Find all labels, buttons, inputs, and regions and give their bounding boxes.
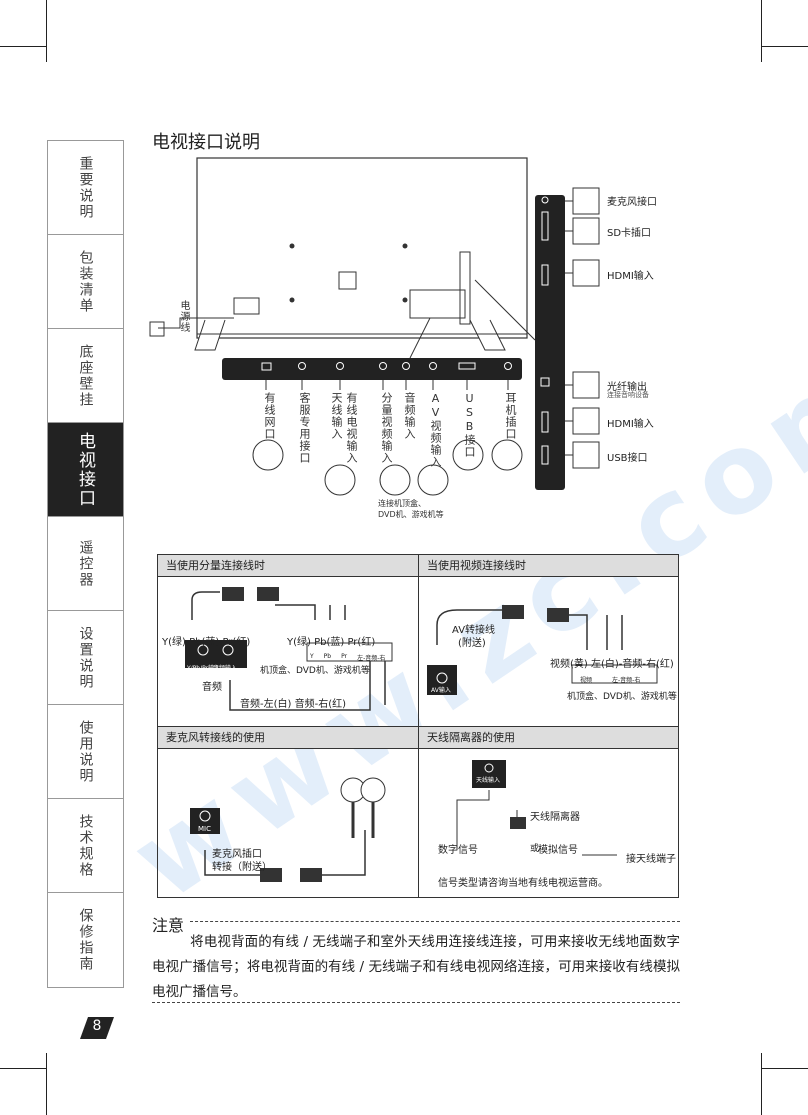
note-body: 将电视背面的有线 / 无线端子和室外天线用连接线连接，可用来接收无线地面数字电视… bbox=[152, 930, 680, 1005]
ypbpr-label-left: Y(绿) Pb(蓝) Pr(红) bbox=[162, 637, 251, 648]
ypbpr-in-label: Y/Pb/Pr输入 bbox=[187, 665, 221, 672]
note-divider bbox=[190, 921, 680, 922]
page-number-badge bbox=[80, 1017, 114, 1039]
crop-mark bbox=[762, 46, 808, 47]
sidebar-item-packing[interactable]: 包装清单 bbox=[48, 235, 123, 329]
sidebar-item-ports[interactable]: 电视接口 bbox=[48, 423, 123, 517]
side-port-label: HDMI输入 bbox=[607, 419, 654, 430]
crop-mark bbox=[46, 0, 47, 62]
isolator-label: 天线隔离器 bbox=[530, 812, 580, 823]
sidebar-item-remote[interactable]: 遥控器 bbox=[48, 517, 123, 611]
port-label: 耳机插口 bbox=[504, 392, 517, 440]
device-label: 机顶盒、DVD机、游戏机等 bbox=[567, 692, 677, 702]
section-sidebar: 重要说明 包装清单 底座壁挂 电视接口 遥控器 设置说明 使用说明 技术规格 保… bbox=[47, 140, 124, 988]
device-note: 连接机顶盒、 DVD机、游戏机等 bbox=[378, 498, 444, 520]
mic-adapter-label: 麦克风插口 转接（附送） bbox=[212, 848, 272, 874]
mic-adapter-line: 转接（附送） bbox=[212, 862, 272, 873]
av-in-label: AV输入 bbox=[431, 687, 451, 694]
connection-panels: 当使用分量连接线时 当使用视频连接线时 麦克风转接线的使用 天线隔离器的使用 bbox=[157, 554, 679, 898]
box-label: Y bbox=[310, 653, 314, 660]
side-port-label: 光纤输出 bbox=[607, 382, 647, 393]
power-cord-label: 电源线 bbox=[178, 300, 189, 333]
port-label: 分量视频输入 bbox=[380, 392, 393, 464]
tv-rear-diagram bbox=[149, 157, 600, 496]
or-label: 或 bbox=[530, 844, 540, 854]
audio-lr-label: 音频-左(白) 音频-右(红) bbox=[240, 699, 347, 710]
mic-label: MIC bbox=[198, 825, 211, 833]
panel-header: 当使用视频连接线时 bbox=[419, 555, 678, 577]
mic-adapter-line: 麦克风插口 bbox=[212, 849, 262, 860]
box-label: Pr bbox=[341, 653, 348, 660]
port-label: 有线网口 bbox=[263, 392, 276, 440]
crop-mark bbox=[0, 46, 46, 47]
sidebar-item-usage[interactable]: 使用说明 bbox=[48, 705, 123, 799]
divider bbox=[158, 726, 678, 727]
antenna-diagram bbox=[456, 760, 617, 856]
signal-note: 信号类型请咨询当地有线电视运营商。 bbox=[438, 878, 608, 889]
port-label: 有线电视输入 bbox=[345, 392, 358, 464]
panel-header: 当使用分量连接线时 bbox=[158, 555, 418, 577]
sidebar-item-label: 技术规格 bbox=[77, 813, 94, 878]
terminal-label: 接天线端子 bbox=[626, 854, 676, 865]
side-port-label: HDMI输入 bbox=[607, 271, 654, 282]
page-title: 电视接口说明 bbox=[152, 132, 260, 153]
side-port-label: SD卡插口 bbox=[607, 228, 652, 239]
ypbpr-label-right: Y(绿) Pb(蓝) Pr(红) bbox=[287, 637, 376, 648]
sidebar-item-label: 电视接口 bbox=[75, 431, 95, 508]
sidebar-item-label: 遥控器 bbox=[77, 539, 94, 588]
device-note-line: 连接机顶盒、 bbox=[378, 499, 426, 508]
sidebar-item-label: 重要说明 bbox=[77, 155, 94, 220]
crop-mark bbox=[762, 1068, 808, 1069]
note-divider bbox=[152, 1002, 680, 1003]
sidebar-item-label: 保修指南 bbox=[77, 908, 94, 972]
panel-header: 天线隔离器的使用 bbox=[419, 727, 678, 749]
sidebar-item-warranty[interactable]: 保修指南 bbox=[48, 893, 123, 987]
box-labels: 视频 左-音频-右 bbox=[580, 675, 640, 684]
sidebar-item-label: 使用说明 bbox=[77, 719, 94, 784]
av-cable-label: AV转接线 (附送) bbox=[452, 624, 495, 650]
crop-mark bbox=[46, 1053, 47, 1115]
box-label: Pb bbox=[323, 653, 332, 660]
audio-in-label: 音频输入 bbox=[213, 665, 238, 672]
sidebar-item-specs[interactable]: 技术规格 bbox=[48, 799, 123, 893]
port-label: 天线输入 bbox=[330, 392, 343, 440]
side-port-label: USB接口 bbox=[607, 453, 648, 464]
mic-diagram bbox=[190, 777, 386, 882]
video-cable-diagram bbox=[427, 605, 658, 695]
audio-label: 音频 bbox=[202, 682, 222, 693]
crop-mark bbox=[0, 1068, 46, 1069]
device-label: 机顶盒、DVD机、游戏机等 bbox=[260, 666, 370, 676]
port-label: 音频输入 bbox=[403, 392, 416, 440]
component-cable-diagram bbox=[185, 587, 393, 711]
box-label: 视频 bbox=[580, 677, 593, 684]
av-cable-line: (附送) bbox=[458, 638, 486, 649]
sidebar-item-important[interactable]: 重要说明 bbox=[48, 141, 123, 235]
digital-label: 数字信号 bbox=[438, 845, 478, 856]
video-lr-label: 视频(黄) 左(白)-音频-右(红) bbox=[550, 659, 674, 670]
port-label: AV视频输入 bbox=[429, 392, 442, 468]
note-heading: 注意 bbox=[152, 916, 185, 935]
box-label: 左-音频-右 bbox=[612, 677, 641, 684]
sidebar-item-label: 包装清单 bbox=[77, 249, 94, 314]
box-labels: Y Pb Pr 左-音频-右 bbox=[310, 653, 385, 662]
device-note-line: DVD机、游戏机等 bbox=[378, 510, 444, 519]
sidebar-item-settings[interactable]: 设置说明 bbox=[48, 611, 123, 705]
crop-mark bbox=[761, 0, 762, 62]
panel-header: 麦克风转接线的使用 bbox=[158, 727, 418, 749]
box-label: 左-音频-右 bbox=[357, 655, 386, 662]
note-body-text: 将电视背面的有线 / 无线端子和室外天线用连接线连接，可用来接收无线地面数字电视… bbox=[152, 934, 680, 1000]
antenna-in-label: 天线输入 bbox=[476, 777, 501, 784]
optical-sub-label: 连接音响设备 bbox=[607, 391, 649, 399]
sidebar-item-label: 设置说明 bbox=[77, 625, 94, 690]
av-cable-line: AV转接线 bbox=[452, 625, 496, 636]
sidebar-item-stand[interactable]: 底座壁挂 bbox=[48, 329, 123, 423]
crop-mark bbox=[761, 1053, 762, 1115]
page-number: 8 bbox=[92, 1018, 102, 1034]
analog-label: 模拟信号 bbox=[538, 845, 578, 856]
sidebar-item-label: 底座壁挂 bbox=[77, 343, 94, 408]
side-port-label: 麦克风接口 bbox=[607, 197, 657, 208]
port-label: USB接口 bbox=[463, 392, 476, 458]
port-label: 客服专用接口 bbox=[298, 392, 311, 464]
